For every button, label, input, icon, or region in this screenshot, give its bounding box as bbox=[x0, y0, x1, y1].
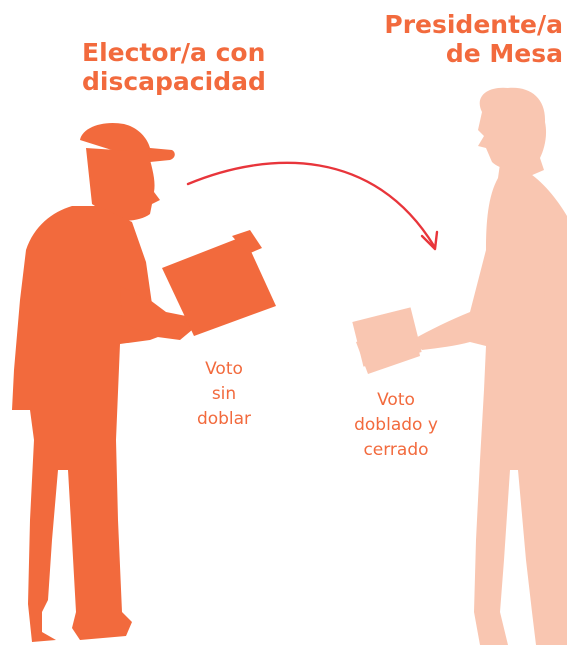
folded-vote-label: Voto doblado y cerrado bbox=[336, 388, 456, 463]
presidente-figure bbox=[352, 87, 567, 645]
elector-title-line-1: Elector/a con bbox=[82, 38, 266, 67]
folded-vote-line-1: Voto bbox=[377, 390, 415, 410]
handover-arrow bbox=[186, 161, 439, 251]
folded-vote-line-2: doblado y bbox=[354, 415, 438, 435]
folded-vote-line-3: cerrado bbox=[363, 440, 429, 460]
presidente-title-line-1: Presidente/a bbox=[384, 10, 563, 39]
presidente-title: Presidente/a de Mesa bbox=[384, 10, 563, 68]
unfolded-vote-line-2: sin bbox=[211, 384, 237, 404]
elector-title: Elector/a con discapacidad bbox=[82, 38, 266, 96]
unfolded-vote-line-1: Voto bbox=[205, 359, 243, 379]
unfolded-vote-label: Voto sin doblar bbox=[178, 357, 270, 432]
unfolded-vote-line-3: doblar bbox=[196, 409, 252, 429]
elector-figure bbox=[12, 122, 276, 642]
presidente-title-line-2: de Mesa bbox=[445, 39, 563, 68]
elector-title-line-2: discapacidad bbox=[82, 67, 266, 96]
